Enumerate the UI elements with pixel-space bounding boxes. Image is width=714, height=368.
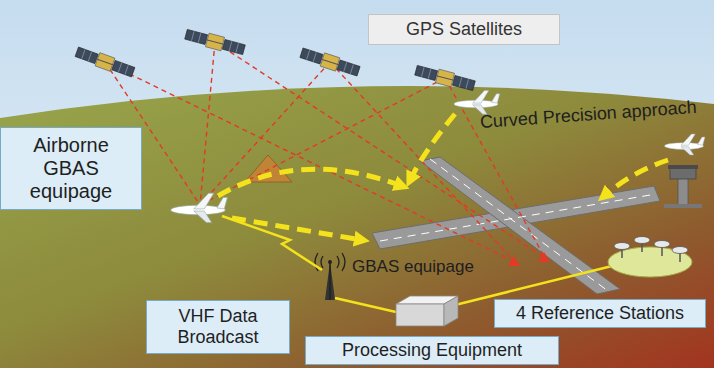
box-text: Airborne GBAS equipage (7, 134, 135, 203)
label-box: 4 Reference Stations (494, 299, 706, 328)
box-text: Processing Equipment (342, 340, 522, 361)
label-box: Processing Equipment (305, 336, 559, 365)
label-box: VHF Data Broadcast (146, 300, 290, 354)
label-box: Airborne GBAS equipage (0, 127, 142, 210)
box-text: GPS Satellites (406, 19, 522, 40)
box-text: 4 Reference Stations (516, 303, 684, 324)
box-text: VHF Data Broadcast (153, 306, 283, 347)
label-box: GPS Satellites (368, 14, 560, 45)
annotation-label: GBAS equipage (352, 257, 474, 277)
